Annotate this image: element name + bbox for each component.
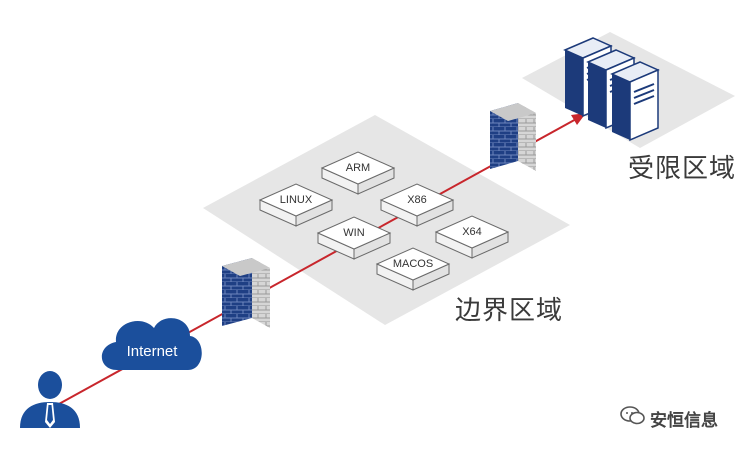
device-linux: LINUX [258, 183, 334, 227]
device-x64: X64 [434, 215, 510, 259]
watermark: 安恒信息 [620, 406, 718, 431]
boundary-zone-label: 边界区域 [455, 296, 564, 326]
device-macos: MACOS [375, 247, 451, 291]
restricted-zone-label: 受限区域 [628, 154, 737, 184]
device-win: WIN [316, 216, 392, 260]
boundary-zone-platform [203, 115, 570, 325]
firewall-icon [222, 258, 270, 328]
internet-cloud-icon: Internet [101, 318, 202, 370]
device-x86: X86 [379, 183, 455, 227]
server-rack [563, 37, 660, 142]
device-label: WIN [343, 227, 364, 239]
cloud-label: Internet [127, 343, 179, 360]
server-icon [610, 61, 660, 142]
device-label: X86 [407, 194, 427, 206]
firewall-icon [490, 103, 536, 171]
user-icon [20, 371, 80, 428]
device-arm: ARM [320, 151, 396, 195]
watermark-text: 安恒信息 [650, 411, 718, 431]
device-label: X64 [462, 226, 482, 238]
device-label: ARM [346, 162, 370, 174]
wechat-icon [620, 406, 646, 431]
device-label: MACOS [393, 258, 433, 270]
device-label: LINUX [280, 194, 313, 206]
